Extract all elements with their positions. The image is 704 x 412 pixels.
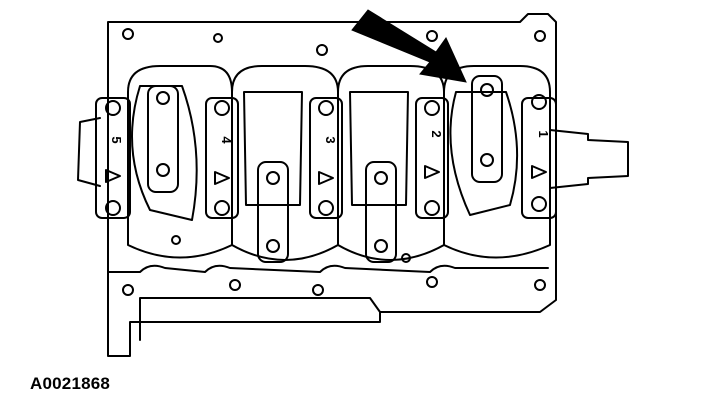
main-cap-2 xyxy=(415,97,449,219)
block-hole xyxy=(534,30,546,42)
main-bolt-4b xyxy=(214,200,230,216)
block-hole xyxy=(426,276,438,288)
cap-label-4: 4 xyxy=(219,136,234,144)
main-cap-4 xyxy=(205,97,239,219)
rod-bolt-2a xyxy=(374,171,388,185)
rod-bolt-4a xyxy=(156,91,170,105)
crank-snout-right xyxy=(549,129,629,189)
lower-rail xyxy=(107,264,549,273)
main-bolt-4a xyxy=(214,100,230,116)
rod-bolt-4b xyxy=(156,163,170,177)
crank-web-1 xyxy=(449,91,519,216)
bay-2 xyxy=(337,65,445,261)
main-bolt-5b xyxy=(105,200,121,216)
cap-label-3: 3 xyxy=(323,136,338,143)
main-bolt-1b xyxy=(531,196,547,212)
crank-web-2 xyxy=(349,91,409,206)
arrow-icon xyxy=(351,9,467,83)
main-bolt-2a xyxy=(424,100,440,116)
main-bolt-1a xyxy=(531,94,547,110)
rod-bolt-3b xyxy=(266,239,280,253)
main-bolt-2b xyxy=(424,200,440,216)
main-cap-5 xyxy=(95,97,131,219)
cap-arrow-3 xyxy=(318,171,334,185)
block-hole xyxy=(316,44,328,56)
bay-3 xyxy=(231,65,339,261)
cap-arrow-1 xyxy=(531,165,547,179)
rod-cap-4 xyxy=(147,85,179,193)
block-hole xyxy=(171,235,181,245)
figure-caption: A0021868 xyxy=(30,374,111,393)
block-outline xyxy=(107,13,557,357)
rod-bolt-2b xyxy=(374,239,388,253)
crank-snout-left xyxy=(77,117,101,187)
cap-arrow-4 xyxy=(214,171,230,185)
cap-label-5: 5 xyxy=(109,136,124,143)
main-cap-1 xyxy=(521,97,557,219)
block-hole xyxy=(122,284,134,296)
rod-cap-1 xyxy=(471,75,503,183)
crank-web-3 xyxy=(243,91,303,206)
block-hole xyxy=(213,33,223,43)
rod-cap-3 xyxy=(257,161,289,263)
block-hole xyxy=(534,279,546,291)
rod-cap-2 xyxy=(365,161,397,263)
cap-label-1: 1 xyxy=(536,130,551,137)
main-cap-3 xyxy=(309,97,343,219)
cap-label-2: 2 xyxy=(429,130,444,137)
main-bolt-3b xyxy=(318,200,334,216)
rod-bolt-1a xyxy=(480,83,494,97)
rod-bolt-1b xyxy=(480,153,494,167)
block-hole xyxy=(122,28,134,40)
lower-rail-bottom xyxy=(139,297,381,341)
cap-arrow-2 xyxy=(424,165,440,179)
main-bolt-3a xyxy=(318,100,334,116)
main-bolt-5a xyxy=(105,100,121,116)
crank-web-4 xyxy=(131,85,198,221)
bay-4-5 xyxy=(127,65,233,259)
block-hole xyxy=(426,30,438,42)
block-hole xyxy=(312,284,324,296)
block-hole xyxy=(401,253,411,263)
rod-bolt-3a xyxy=(266,171,280,185)
cap-arrow-5 xyxy=(105,169,121,183)
block-hole xyxy=(229,279,241,291)
bay-1 xyxy=(443,65,551,259)
